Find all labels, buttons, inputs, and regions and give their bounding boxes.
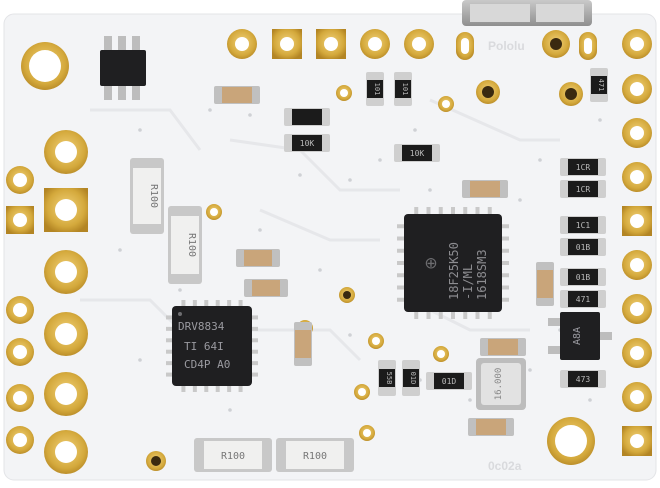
shunt-resistor-2: R100 xyxy=(168,206,202,284)
svg-text:01B: 01B xyxy=(576,243,591,252)
resistor-3: 471 xyxy=(590,68,608,102)
resistor-11: 01B xyxy=(560,268,606,286)
svg-text:10K: 10K xyxy=(410,149,425,158)
crystal-oscillator: 16.000 xyxy=(476,358,526,410)
svg-text:101: 101 xyxy=(373,83,381,96)
mcu-marking-line3: 1618SM3 xyxy=(475,249,489,300)
silkscreen-brand: Pololu xyxy=(488,39,525,53)
svg-text:471: 471 xyxy=(576,295,591,304)
svg-text:101: 101 xyxy=(401,83,409,96)
resistor-9: 1C1 xyxy=(560,216,606,234)
resistor-8: 1CR xyxy=(560,180,606,198)
shunt-label-4: R100 xyxy=(303,451,327,462)
driver-marking-line1: DRV8834 xyxy=(178,320,225,333)
shunt-label-3: R100 xyxy=(221,451,245,462)
svg-text:473: 473 xyxy=(576,375,591,384)
svg-text:01B: 01B xyxy=(576,273,591,282)
transistor-chip: A8A xyxy=(548,312,612,360)
svg-text:55B: 55B xyxy=(385,372,393,385)
left-power-pads xyxy=(44,130,88,474)
svg-text:01D: 01D xyxy=(409,372,417,385)
svg-text:1CR: 1CR xyxy=(576,185,591,194)
driver-marking-line2: TI 64I xyxy=(184,340,224,353)
regulator-chip xyxy=(100,36,146,100)
silkscreen-board-id: 0c02a xyxy=(488,459,522,473)
driver-chip: DRV8834 TI 64I CD4P A0 xyxy=(166,300,258,392)
crystal-label: 16.000 xyxy=(494,368,504,401)
svg-text:471: 471 xyxy=(597,79,605,92)
resistor-1: 101 xyxy=(366,72,384,106)
right-header-pads xyxy=(622,29,652,456)
mcu-marking-line2: -I/ML xyxy=(461,264,475,300)
mounting-hole-top-left xyxy=(21,42,69,90)
resistor-6: 10K xyxy=(394,144,440,162)
resistor-10: 01B xyxy=(560,238,606,256)
resistor-12: 471 xyxy=(560,290,606,308)
driver-marking-line3: CD4P A0 xyxy=(184,358,230,371)
resistor-2: 101 xyxy=(394,72,412,106)
svg-text:10K: 10K xyxy=(300,139,315,148)
top-header-pads xyxy=(227,29,597,60)
shunt-label-2: R100 xyxy=(186,233,197,257)
mcu-marking-line1: 18F25K50 xyxy=(447,242,461,300)
mcu-logo-icon: ⊕ xyxy=(421,257,440,270)
resistor-5: 10K xyxy=(284,134,330,152)
usb-connector xyxy=(462,0,592,26)
svg-text:1CR: 1CR xyxy=(576,163,591,172)
transistor-label: A8A xyxy=(572,327,583,345)
left-edge-pads xyxy=(6,166,34,454)
capacitors xyxy=(214,86,554,436)
resistor-13: 01D xyxy=(426,372,472,390)
resistor-15: 01D xyxy=(402,360,420,396)
silkscreen-dots xyxy=(118,108,602,412)
mounting-hole-bottom-right xyxy=(547,417,595,465)
svg-text:1C1: 1C1 xyxy=(576,221,591,230)
resistor-14: 55B xyxy=(378,360,396,396)
shunt-resistor-3: R100 xyxy=(194,438,272,472)
shunt-resistor-1: R100 xyxy=(130,158,164,234)
resistor-16: 473 xyxy=(560,370,606,388)
shunt-resistor-4: R100 xyxy=(276,438,354,472)
svg-text:01D: 01D xyxy=(442,377,457,386)
resistors: 101 101 471 10K 10K 1CR 1CR 1C1 01B 01B … xyxy=(284,68,608,396)
shunt-label-1: R100 xyxy=(148,184,159,208)
resistor-7: 1CR xyxy=(560,158,606,176)
resistor-4 xyxy=(284,108,330,126)
mcu-chip: ⊕ 18F25K50 -I/ML 1618SM3 xyxy=(397,207,509,319)
